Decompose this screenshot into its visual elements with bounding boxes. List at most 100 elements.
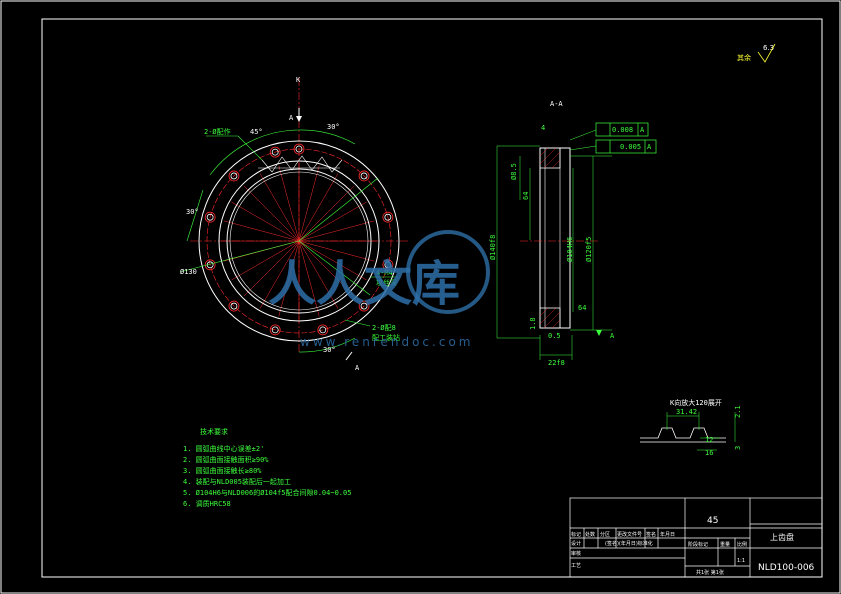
tb-scale-value: 1:1	[737, 558, 745, 564]
cut-label-bottom: A	[355, 364, 360, 372]
dim-arc-30-top	[298, 129, 356, 145]
tb-label: 处数	[585, 531, 595, 538]
tech-req-item: 5. Ø104H6与NLD006的Ø104f5配合间隙0.04~0.05	[183, 488, 351, 497]
watermark-text: 人人文库	[268, 256, 460, 312]
leader-right-label-1b: 攻丝深	[376, 278, 397, 287]
tolerance-frame-2: 0.005 A	[595, 139, 657, 154]
surface-finish-value: 6.3	[763, 44, 774, 52]
detail-dim-16: 16	[705, 449, 713, 457]
detail-dim-12: 12	[705, 436, 713, 444]
angle-45-label: 45°	[250, 128, 263, 136]
detail-view-title: K向放大120展开	[670, 398, 722, 407]
dim-arc-45	[209, 129, 300, 176]
tol-1-datum: A	[640, 126, 645, 134]
tolerance-frame-1: 0.008 A	[595, 122, 649, 137]
mounting-hole	[317, 324, 329, 336]
tb-std-code: (签名)(年月日)标准化	[605, 540, 653, 547]
mounting-hole	[228, 170, 240, 182]
tech-req-item: 2. 圆弧曲面接触面积≥90%	[183, 455, 269, 464]
part-name: 上齿盘	[770, 532, 794, 542]
mounting-hole	[382, 211, 394, 223]
bolt-circle	[206, 148, 392, 334]
radial-line	[298, 240, 375, 262]
radial-line	[298, 185, 355, 242]
watermark-logo-icon	[406, 230, 490, 314]
radial-lines	[221, 163, 377, 319]
tb-label: 更改文件号	[617, 531, 642, 538]
mounting-hole	[206, 213, 214, 221]
title-block-text: 45 上齿盘 NLD100-006 标记 处数 分区 更改文件号 签名 年月日 …	[571, 516, 815, 576]
tol-2-datum: A	[647, 143, 652, 151]
mounting-hole	[360, 172, 368, 180]
watermark-url: www.renrendoc.com	[300, 335, 473, 349]
detail-view: K向放大120展开 31.42 2.1 12 16 3	[640, 398, 742, 457]
outer-circle	[198, 140, 400, 342]
gear-teeth-segment	[258, 155, 343, 173]
dim-140: Ø140f8	[489, 235, 497, 260]
dim-015: 0.5	[548, 332, 561, 340]
radial-line	[298, 240, 367, 281]
material-label: 45	[707, 516, 718, 526]
mounting-hole	[271, 148, 279, 156]
tech-req-item: 6. 调质HRC58	[183, 499, 231, 508]
radial-line	[278, 240, 300, 317]
watermark: 人人文库 www.renrendoc.com	[268, 230, 490, 349]
mounting-hole	[360, 302, 368, 310]
mounting-hole	[358, 170, 370, 182]
mounting-holes	[204, 143, 394, 336]
mounting-hole	[384, 261, 392, 269]
angle-30-left-label: 30°	[186, 208, 199, 216]
mounting-hole	[293, 143, 305, 155]
tb-craft: 工艺	[571, 563, 581, 569]
tb-audit: 审核	[571, 550, 581, 557]
dia-130-label: Ø130	[180, 268, 197, 276]
tb-scale-label: 比例	[737, 541, 747, 548]
dim-104: Ø104H6	[566, 237, 574, 262]
mounting-hole	[384, 213, 392, 221]
front-view: K A A 45° 30° 30° 30° Ø130 2-Ø配作 4-M4 攻丝…	[179, 76, 410, 372]
radial-line	[259, 240, 300, 309]
radial-line	[298, 220, 375, 242]
mounting-hole	[269, 146, 281, 158]
dim-arc-30-bottom	[298, 337, 356, 353]
tech-req-item: 1. 圆弧曲线中心误差±2'	[183, 444, 264, 453]
tech-req-item: 3. 圆弧曲面接触长≥80%	[183, 466, 262, 475]
surface-finish-mark: 其余 6.3	[737, 43, 776, 63]
section-view: A-A	[489, 100, 657, 367]
datum-label: A	[610, 332, 615, 340]
cut-label-top: A	[289, 114, 294, 122]
radial-line	[231, 201, 300, 242]
k-view-marker: K	[296, 76, 301, 84]
mounting-hole	[269, 324, 281, 336]
tb-label: 签名	[646, 531, 656, 538]
mounting-hole	[204, 259, 216, 271]
section-top-flange	[539, 147, 561, 169]
tb-label: 年月日	[660, 531, 675, 538]
detail-dim-3: 3	[734, 446, 742, 450]
radial-line	[243, 240, 300, 297]
angle-30-top-label: 30°	[327, 123, 340, 131]
tech-req-item: 4. 装配与NLD005装配后一起加工	[183, 477, 291, 486]
bore-circle	[226, 168, 372, 314]
radial-line	[231, 240, 300, 281]
mounting-hole	[204, 211, 216, 223]
leader-right-label-2: 2-Ø配8	[372, 324, 396, 332]
radial-line	[278, 165, 300, 242]
radial-line	[298, 165, 320, 242]
radial-line	[259, 173, 300, 242]
radial-line	[298, 240, 355, 297]
tb-stage: 阶段标记	[688, 541, 708, 548]
detail-dim-21: 2.1	[734, 405, 742, 418]
tech-req-title: 技术要求	[200, 427, 228, 436]
leader-top-label: 2-Ø配作	[204, 127, 231, 136]
surface-finish-label: 其余	[737, 53, 751, 62]
mounting-hole	[271, 326, 279, 334]
tol-2-value: 0.005	[620, 143, 641, 151]
inner-border	[41, 18, 823, 578]
mounting-hole	[358, 300, 370, 312]
radial-line	[298, 240, 339, 309]
mounting-hole	[382, 259, 394, 271]
leader-right-label-2b: 配工装钻	[372, 333, 400, 342]
inner-ring-circle	[218, 160, 380, 322]
